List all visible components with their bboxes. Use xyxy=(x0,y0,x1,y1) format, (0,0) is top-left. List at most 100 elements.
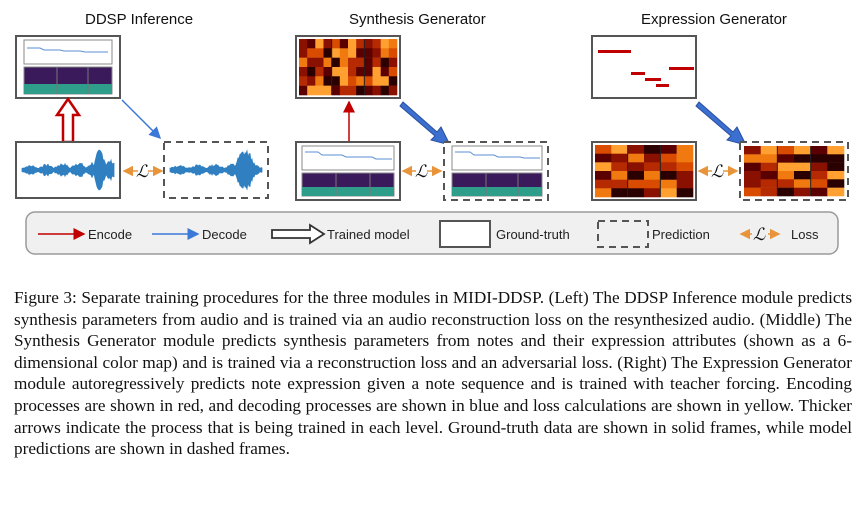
heatmap-cell xyxy=(348,48,357,58)
heatmap-cell xyxy=(777,187,795,197)
decode-arrow-left xyxy=(121,99,162,140)
heatmap-cell xyxy=(372,67,381,77)
caption-label: Figure 3: xyxy=(14,288,77,307)
heatmap-cell xyxy=(777,154,795,163)
heatmap-cell xyxy=(388,76,398,86)
heatmap-cell xyxy=(627,179,645,189)
trained-encode-arrow xyxy=(54,96,82,144)
heatmap-cell xyxy=(744,146,761,155)
heatmap-cell xyxy=(356,39,365,49)
heatmap-cell xyxy=(331,85,341,96)
heatmap-cell xyxy=(323,85,332,96)
heatmap-cell xyxy=(372,57,381,68)
legend-encode-label: Encode xyxy=(88,227,132,242)
heatmap-cell xyxy=(299,85,308,96)
heatmap-cell xyxy=(595,179,612,189)
heatmap-cell xyxy=(339,67,349,77)
heatmap-cell xyxy=(644,153,661,163)
heatmap-cell xyxy=(644,162,661,172)
heatmap-cell xyxy=(356,57,365,68)
heatmap-cell xyxy=(660,162,677,172)
legend-prediction-frame xyxy=(597,220,649,248)
heatmap-cell xyxy=(660,171,677,180)
heatmap-cell xyxy=(794,146,811,155)
ground-truth-expression-frame xyxy=(591,141,697,201)
heatmap-cell xyxy=(810,154,828,163)
heatmap-cell xyxy=(331,48,341,58)
heatmap-cell xyxy=(307,67,316,77)
legend: Encode Decode Trained model Ground-truth… xyxy=(25,211,839,255)
heatmap-cell xyxy=(595,162,612,172)
heatmap-cell xyxy=(611,145,628,154)
heatmap-cell xyxy=(331,76,341,86)
heatmap-cell xyxy=(760,154,778,163)
heatmap-cell xyxy=(380,67,390,77)
heatmap-cell xyxy=(777,146,795,155)
heatmap-cell xyxy=(644,145,661,154)
heatmap-cell xyxy=(299,76,308,86)
loss-symbol: ℒ xyxy=(136,162,149,182)
heatmap-cell xyxy=(611,162,628,172)
heatmap-cell xyxy=(348,67,357,77)
title-ddsp-inference: DDSP Inference xyxy=(85,11,193,28)
heatmap-cell xyxy=(827,171,845,180)
heatmap-cell xyxy=(810,171,828,180)
heatmap-cell xyxy=(627,162,645,172)
heatmap-cell xyxy=(660,188,677,198)
heatmap-cell xyxy=(315,39,324,49)
heatmap-cell xyxy=(348,85,357,96)
heatmap-cell xyxy=(388,67,398,77)
predicted-synthesis-params-frame xyxy=(443,141,549,201)
heatmap-cell xyxy=(827,146,845,155)
heatmap-cell xyxy=(744,171,761,180)
heatmap-cell xyxy=(364,85,373,96)
heatmap-cell xyxy=(315,85,324,96)
heatmap-cell xyxy=(299,48,308,58)
heatmap-cell xyxy=(627,171,645,180)
ddsp-synthesis-params-frame xyxy=(15,35,121,99)
heatmap-cell xyxy=(777,171,795,180)
heatmap-cell xyxy=(595,188,612,198)
heatmap-cell xyxy=(372,85,381,96)
legend-ground-truth-label: Ground-truth xyxy=(496,227,570,242)
heatmap-cell xyxy=(364,57,373,68)
heatmap-cell xyxy=(348,39,357,49)
heatmap-cell xyxy=(339,48,349,58)
loss-symbol: ℒ xyxy=(711,162,724,182)
heatmap-cell xyxy=(595,153,612,163)
caption-text: Separate training procedures for the thr… xyxy=(14,288,853,459)
loss-symbol: ℒ xyxy=(753,225,766,245)
heatmap-cell xyxy=(364,67,373,77)
heatmap-cell xyxy=(660,179,677,189)
legend-decode-label: Decode xyxy=(202,227,247,242)
heatmap-cell xyxy=(339,76,349,86)
heatmap-cell xyxy=(676,153,694,163)
loss-symbol: ℒ xyxy=(415,162,428,182)
heatmap-cell xyxy=(760,146,778,155)
heatmap-cell xyxy=(611,179,628,189)
figure-diagram: DDSP Inference Synthesis Generator Expre… xyxy=(15,11,849,255)
heatmap-cell xyxy=(794,171,811,180)
title-synthesis-generator: Synthesis Generator xyxy=(349,11,486,28)
heatmap-cell xyxy=(794,187,811,197)
loss-right: ℒ xyxy=(697,162,739,182)
heatmap-cell xyxy=(323,57,332,68)
heatmap-cell xyxy=(744,154,761,163)
heatmap-cell xyxy=(760,179,778,188)
heatmap-cell xyxy=(744,179,761,188)
heatmap-cell xyxy=(760,162,778,172)
heatmap-cell xyxy=(676,171,694,180)
heatmap-cell xyxy=(331,57,341,68)
heatmap-cell xyxy=(794,154,811,163)
heatmap-cell xyxy=(356,48,365,58)
heatmap-cell xyxy=(611,171,628,180)
heatmap-cell xyxy=(660,153,677,163)
heatmap-cell xyxy=(315,48,324,58)
heatmap-cell xyxy=(744,162,761,172)
figure-caption: Figure 3: Separate training procedures f… xyxy=(14,287,852,460)
heatmap-cell xyxy=(660,145,677,154)
ground-truth-synthesis-params-frame xyxy=(295,141,401,201)
heatmap-cell xyxy=(307,85,316,96)
heatmap-cell xyxy=(644,171,661,180)
heatmap-cell xyxy=(348,57,357,68)
